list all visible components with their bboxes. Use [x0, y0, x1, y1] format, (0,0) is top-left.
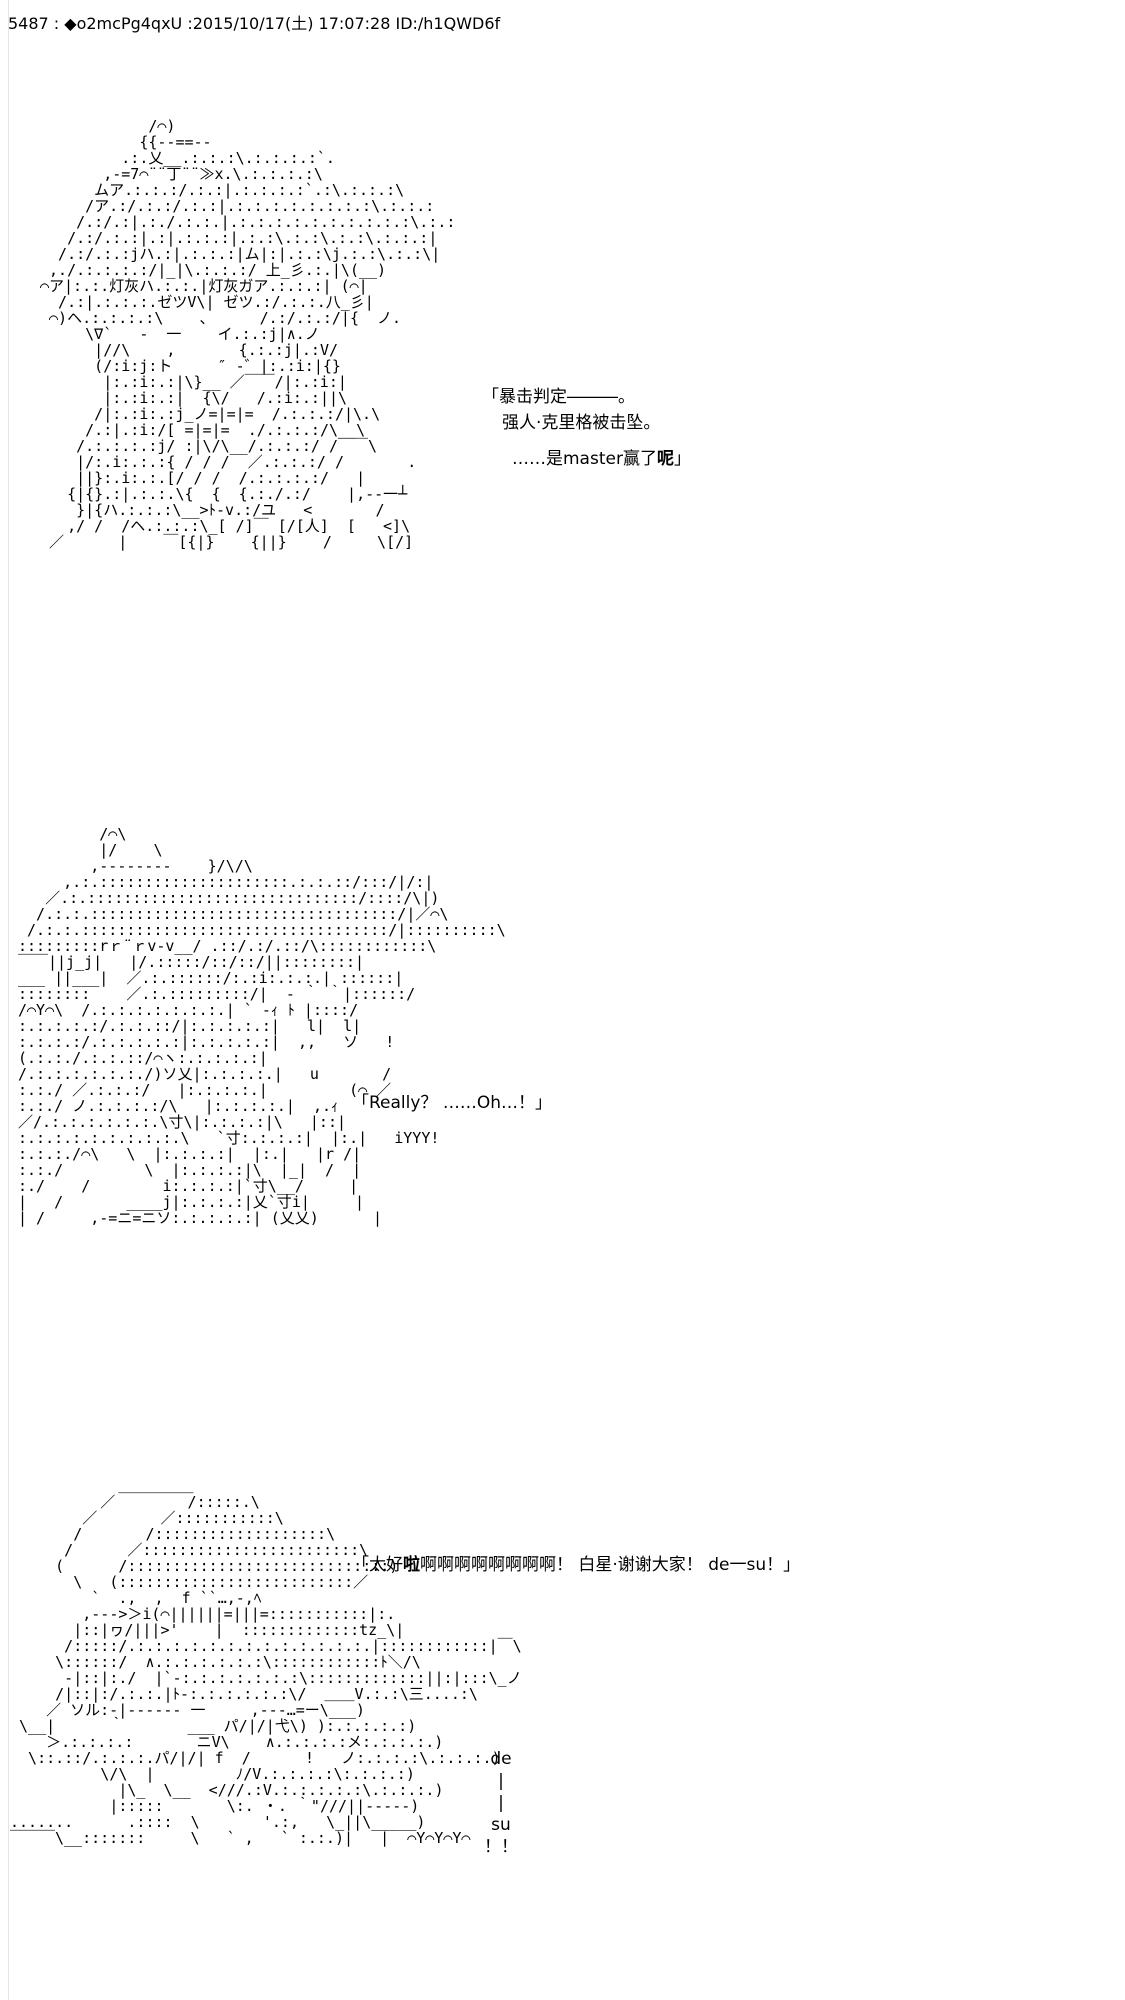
ascii-art-panel-3: ＿＿＿＿＿ ／ /:::::.\ ／ ／:::::::::::\ / /::::… — [10, 1477, 522, 1847]
ascii-art-panel-1: /⌒) {{--==-‐ .:.乂__.:.:.:\.:.:.:.:`. ,-=… — [40, 117, 456, 551]
dialog-line: 强人·克里格被击坠。 — [502, 413, 661, 433]
dialog-panel-2: 「Really？ ……Oh…！」 — [352, 1090, 552, 1116]
dialog-line: 「太好啦啊啊啊啊啊啊啊啊！ 白星·谢谢大家！ de一su！」 — [352, 1552, 800, 1578]
left-border-line — [8, 0, 9, 2000]
dialog-line: 「Really？ ……Oh…！」 — [352, 1093, 552, 1113]
dialog-bold-fragment: 呢 — [656, 449, 674, 469]
ascii-art-panel-2: /⌒\ |/ \ ,-‐‐‐‐‐‐‐ }/\/\ ,.:.:::::::::::… — [18, 825, 506, 1227]
dialog-fragment: ……是master赢了 — [512, 449, 657, 469]
dialog-line: 「暴击判定―――。 — [482, 387, 635, 407]
dialog-panel-1: 「暴击判定―――。 强人·克里格被击坠。 ……是master赢了呢」 — [482, 384, 691, 472]
dialog-line: ……是master赢了呢」 — [482, 446, 691, 472]
vertical-side-text: de | | su ！！ — [484, 1749, 518, 1857]
dialog-fragment: 「太好 — [352, 1555, 403, 1575]
dialog-bold-fragment: 啦 — [403, 1555, 420, 1575]
dialog-fragment: 」 — [673, 449, 691, 469]
post-header: 5487 : ◆o2mcPg4qxU :2015/10/17(土) 17:07:… — [8, 14, 501, 33]
dialog-fragment: 啊啊啊啊啊啊啊啊！ 白星·谢谢大家！ de一su！」 — [420, 1555, 801, 1575]
dialog-panel-3: 「太好啦啊啊啊啊啊啊啊啊！ 白星·谢谢大家！ de一su！」 — [352, 1552, 800, 1578]
